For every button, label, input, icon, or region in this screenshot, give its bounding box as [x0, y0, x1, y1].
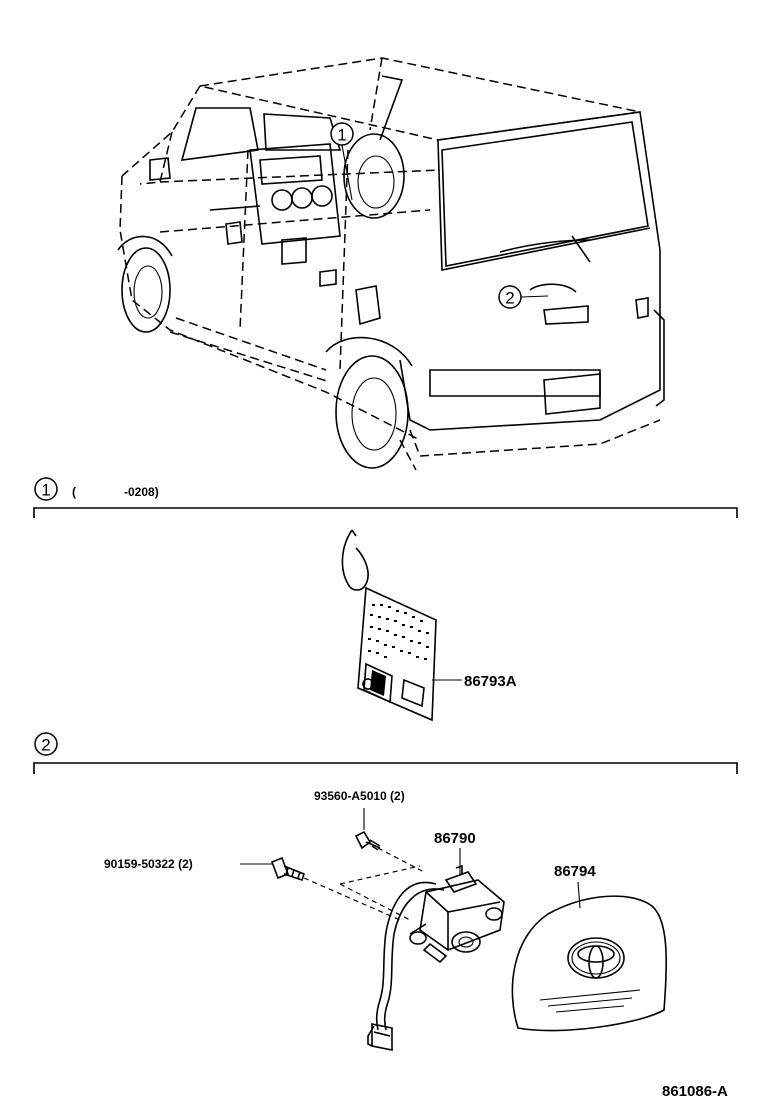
camera-unit-illustration [367, 864, 505, 1051]
bolt-leader-line [377, 847, 425, 873]
bracket-leader-line [339, 865, 421, 921]
svg-text:93560-A5010 (2): 93560-A5010 (2) [314, 789, 405, 803]
vehicle-illustration [117, 57, 665, 471]
bolt-93560-illustration [354, 808, 381, 851]
svg-text:2: 2 [505, 289, 514, 308]
part-86793A-label: 86793A [432, 673, 517, 690]
svg-text:-0208): -0208) [124, 485, 159, 499]
svg-text:1: 1 [337, 126, 346, 145]
screw-leader-line [303, 877, 401, 921]
svg-text:86793A: 86793A [464, 673, 517, 690]
cover-86794-illustration [511, 895, 667, 1032]
screw-90159-illustration [240, 856, 305, 882]
section-2-header: 2 [33, 732, 738, 774]
svg-text:90159-50322 (2): 90159-50322 (2) [104, 857, 193, 871]
svg-text:2: 2 [41, 736, 50, 755]
callout-2-vehicle: 2 [498, 285, 549, 309]
part-90159-50322-label: 90159-50322 (2) [104, 857, 193, 871]
figure-id: 861086-A [662, 1083, 728, 1100]
part-86794-label: 86794 [554, 863, 596, 909]
svg-text:86794: 86794 [554, 863, 596, 880]
speaker-plate-illustration [341, 529, 437, 722]
callout-1-vehicle: 1 [330, 122, 354, 201]
dashboard-illustration [209, 133, 405, 265]
svg-text:1: 1 [41, 481, 50, 500]
svg-text:(: ( [72, 485, 76, 499]
section-1-header: 1 ( -0208) [33, 477, 738, 518]
svg-text:86790: 86790 [434, 830, 476, 847]
part-93560-A5010-label: 93560-A5010 (2) [314, 789, 405, 803]
part-86790-label: 86790 [434, 830, 476, 876]
